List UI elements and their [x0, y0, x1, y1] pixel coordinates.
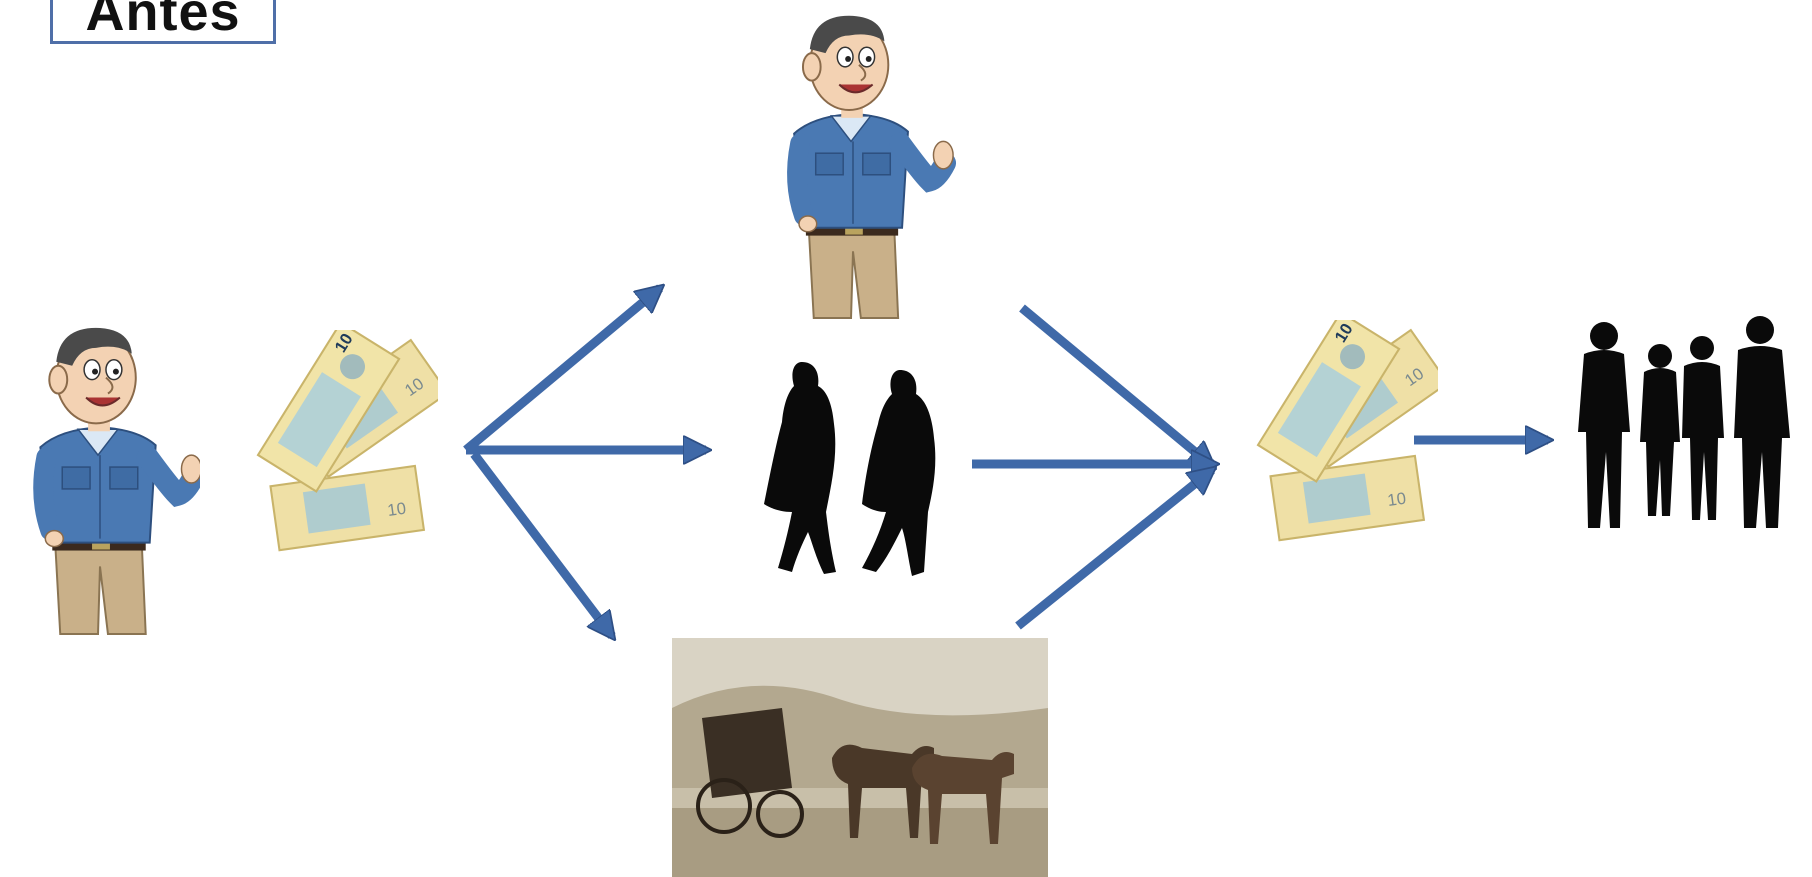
two-people-silhouette-icon	[764, 362, 936, 576]
arrow-to-top-person	[463, 288, 660, 454]
banknotes-right-icon	[1256, 320, 1438, 542]
arrow-stagecoach-to-money	[1015, 470, 1212, 630]
person-top-icon	[794, 16, 953, 318]
arrow-top-to-money	[1019, 304, 1212, 466]
arrow-to-stagecoach	[470, 451, 612, 636]
person-left-icon	[40, 328, 201, 634]
banknotes-left-icon	[256, 330, 438, 552]
title-box: Antes	[50, 0, 276, 44]
arrows	[463, 288, 1548, 636]
stagecoach-photo-icon	[672, 638, 1048, 877]
group-silhouette-icon	[1578, 316, 1790, 528]
slide-title: Antes	[85, 0, 241, 42]
